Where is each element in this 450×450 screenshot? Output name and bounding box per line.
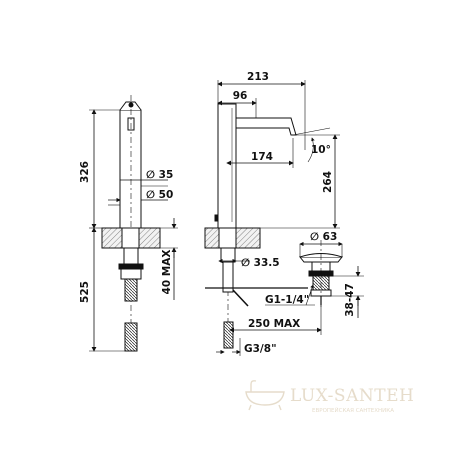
waste-height-range-label: 38-47 bbox=[344, 283, 356, 317]
side-faucet-body bbox=[217, 103, 237, 229]
diameter-top-label: ∅ 35 bbox=[146, 169, 173, 181]
watermark-tagline: ЕВРОПЕЙСКАЯ САНТЕХНИКА bbox=[312, 407, 394, 414]
side-spout bbox=[235, 117, 297, 136]
waste-valve bbox=[229, 240, 364, 335]
front-hose-thread bbox=[124, 278, 138, 302]
spout-height-label: 264 bbox=[322, 171, 334, 193]
hole-diameter-label: ∅ 33.5 bbox=[241, 257, 280, 269]
front-nut bbox=[123, 247, 139, 265]
spout-reach-label: 174 bbox=[251, 151, 273, 163]
waste-thread-label: G1-1/4" bbox=[265, 294, 309, 306]
front-view bbox=[89, 95, 178, 352]
bathtub-logo-icon bbox=[245, 380, 285, 411]
side-view bbox=[204, 80, 340, 356]
overall-width-label: 213 bbox=[247, 71, 269, 83]
front-hose-end bbox=[124, 322, 138, 352]
watermark-brand: LUX-SANTEH bbox=[290, 386, 414, 406]
max-deck-thickness-label: 40 MAX bbox=[161, 250, 173, 295]
body-width-label: 96 bbox=[233, 90, 248, 102]
watermark: LUX-SANTEH ЕВРОПЕЙСКАЯ САНТЕХНИКА bbox=[245, 380, 414, 414]
side-hose-thread bbox=[223, 321, 234, 349]
waste-max-length-label: 250 MAX bbox=[248, 318, 300, 330]
waste-diameter-text: ∅ 63 bbox=[310, 231, 337, 243]
diameter-base-label: ∅ 50 bbox=[146, 189, 173, 201]
below-deck-length-label: 525 bbox=[79, 281, 91, 303]
pipe-thread-label: G3/8" bbox=[244, 343, 277, 355]
height-total-label: 326 bbox=[79, 161, 91, 183]
side-nut bbox=[220, 247, 236, 263]
spout-angle-label: 10° bbox=[311, 144, 331, 156]
